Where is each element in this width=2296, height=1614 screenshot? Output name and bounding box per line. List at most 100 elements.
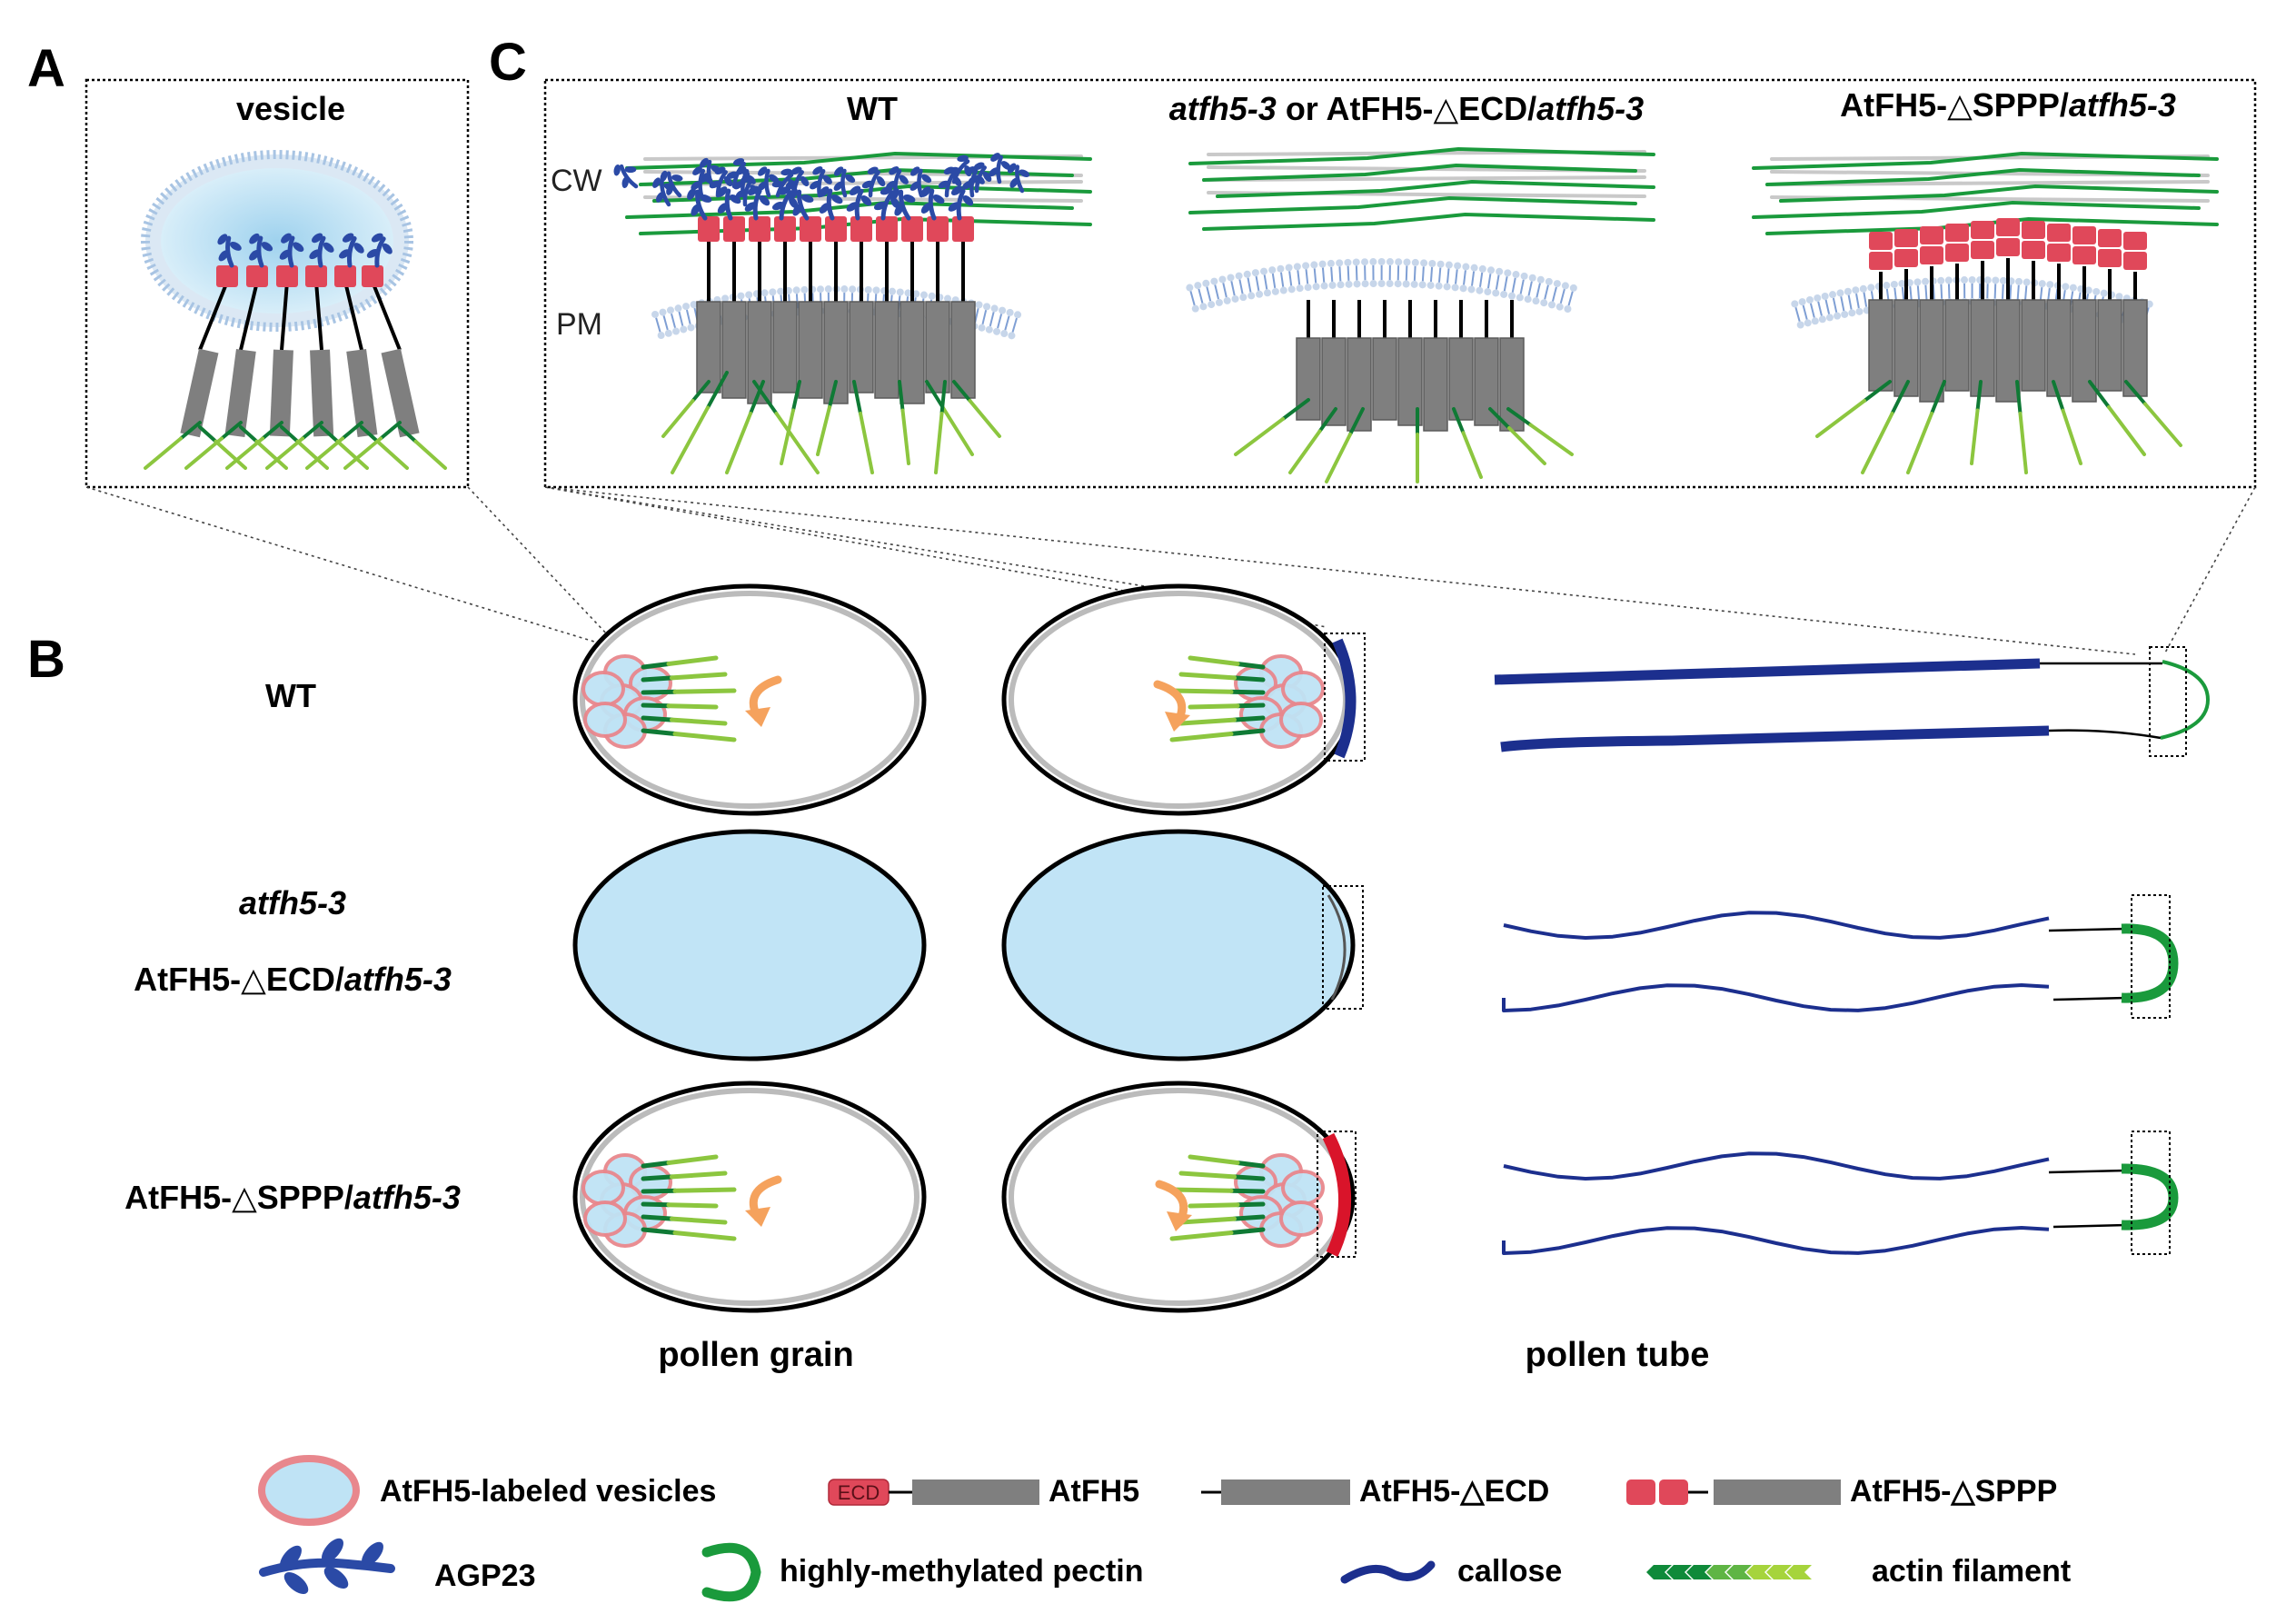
lipid-head — [872, 286, 880, 294]
actin-segment-dark — [641, 675, 674, 682]
actin-filament — [1178, 715, 1266, 726]
atfh5-body — [721, 301, 747, 399]
agp23-molecule — [691, 166, 713, 198]
lipid-tail — [1222, 283, 1228, 298]
actin-segment-dark — [1235, 702, 1266, 709]
legend-atfh5-bar — [912, 1480, 1039, 1505]
lipid-head — [1796, 321, 1804, 329]
actin-segment-light — [1169, 732, 1234, 742]
lipid-tail — [1313, 268, 1317, 284]
lipid-head — [1202, 279, 1210, 287]
lipid-head — [792, 286, 800, 294]
agp-leaf — [909, 181, 919, 191]
linker-line — [314, 281, 323, 351]
actin-filament — [360, 425, 409, 470]
lipid-head — [1520, 272, 1528, 280]
ecd-domain — [723, 216, 745, 242]
lipid-head — [1841, 310, 1849, 318]
lipid-head — [1218, 275, 1227, 284]
lipid-head — [1386, 280, 1394, 288]
actin-segment-dark — [1863, 380, 1892, 403]
actin-filament — [2015, 380, 2028, 474]
lipid-head — [1805, 295, 1814, 304]
atfh5-body — [696, 301, 721, 394]
sppp-domain — [2072, 226, 2096, 244]
lipid-tail — [1817, 301, 1823, 316]
actin-segment-light — [666, 1154, 719, 1165]
lipid-head — [2046, 281, 2054, 289]
agp-leaf — [371, 233, 383, 243]
tube-thin-bottom — [2052, 1223, 2127, 1229]
lipid-head — [1377, 280, 1386, 288]
lipid-head — [1353, 280, 1361, 288]
actin-segment-light — [900, 408, 910, 465]
actin-filament — [952, 380, 1001, 438]
legend-label-vesicles: AtFH5-labeled vesicles — [380, 1474, 716, 1509]
agp23-molecule — [909, 166, 932, 198]
lipid-head — [1528, 274, 1536, 282]
lipid-tail — [1527, 281, 1533, 296]
sppp-domain — [2047, 224, 2071, 242]
atfh5-body — [346, 348, 378, 438]
actin-filament — [641, 1187, 737, 1194]
atfh5-body — [180, 348, 219, 438]
agp-leaf — [790, 166, 802, 174]
actin-filament — [1325, 407, 1365, 483]
actin-filament — [816, 380, 838, 456]
lipid-head — [993, 327, 1001, 335]
actin-segment-dark — [301, 421, 323, 441]
lipid-tail — [1446, 268, 1450, 284]
legend-label-actin: actin filament — [1872, 1554, 2071, 1589]
actin-segment-light — [335, 439, 369, 470]
actin-segment-dark — [1506, 407, 1533, 427]
lipid-tail — [1909, 286, 1913, 302]
lipid-head — [1199, 303, 1208, 311]
actin-segment-dark — [320, 425, 340, 443]
agp-leaf — [771, 201, 785, 211]
wall-fiber-green — [1752, 151, 2219, 170]
actin-segment-light — [780, 408, 795, 465]
actin-filament — [725, 380, 765, 474]
atfh5-body — [381, 348, 420, 438]
lipid-head — [1352, 258, 1360, 266]
ecd-domain — [698, 216, 720, 242]
actin-filament — [1169, 1227, 1266, 1241]
actin-filament — [1169, 1187, 1266, 1194]
lipid-tail — [1809, 303, 1815, 318]
lipid-head — [1999, 276, 2007, 284]
agp-leaf — [1009, 177, 1019, 188]
agp-leaf — [699, 157, 709, 168]
sppp-domain — [2123, 252, 2147, 270]
lipid-head — [1470, 264, 1478, 272]
lipid-head — [1256, 290, 1264, 298]
actin-filament — [1169, 688, 1266, 695]
lipid-head — [1484, 288, 1492, 296]
lipid-head — [1834, 312, 1842, 320]
actin-segment-dark — [925, 380, 945, 409]
actin-filament — [641, 1171, 728, 1181]
lipid-tail — [1559, 289, 1565, 304]
lipid-head — [1561, 282, 1569, 290]
tube-callose-top — [1494, 658, 2041, 685]
lipid-head — [1345, 280, 1353, 288]
sppp-domain — [1996, 218, 2020, 236]
agp-leaf — [281, 233, 292, 244]
agp-leaf — [309, 249, 321, 260]
actin-segment-light — [1325, 433, 1352, 483]
lipid-head — [1361, 258, 1369, 266]
sppp-domain — [2098, 229, 2122, 247]
actin-segment-light — [2061, 408, 2082, 465]
lipid-head — [1210, 277, 1218, 285]
lipid-tail — [1230, 281, 1236, 296]
actin-filament — [343, 421, 402, 470]
lipid-head — [1451, 284, 1459, 292]
caption-pollen-tube: pollen tube — [1526, 1336, 1710, 1374]
agp-leaf — [990, 153, 1000, 162]
lipid-head — [760, 289, 769, 297]
actin-segment-light — [214, 439, 247, 470]
lipid-head — [2023, 278, 2031, 286]
actin-filament — [144, 421, 202, 470]
lipid-tail — [1840, 296, 1845, 312]
panel-letter-b: B — [27, 630, 65, 689]
sppp-domain — [1920, 246, 1943, 264]
